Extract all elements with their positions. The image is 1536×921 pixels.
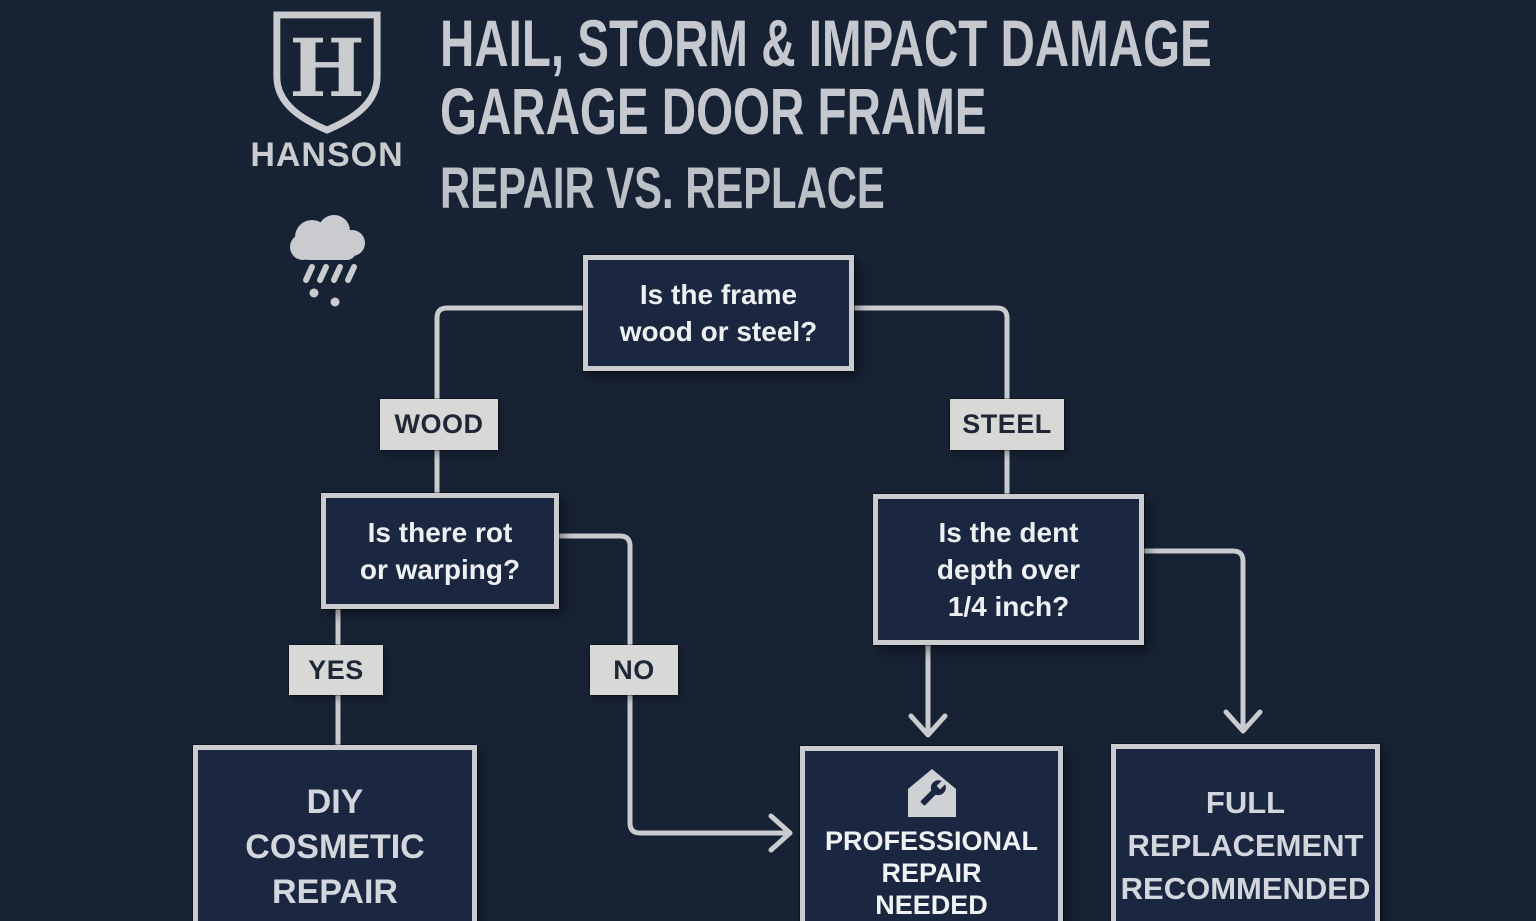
infographic-title-line-1: HAIL, STORM & IMPACT DAMAGE (440, 6, 1212, 80)
question-text-line: or warping? (359, 554, 521, 585)
branch-label-steel: STEEL (950, 399, 1064, 450)
question-text-line: Is the dent (938, 517, 1079, 548)
arrow-down-icon (1223, 709, 1263, 734)
outcome-text-line: FULL (1205, 785, 1286, 820)
outcome-box-diy-repair: DIY COSMETIC REPAIR (193, 745, 477, 921)
connector-root-to-wood (434, 305, 586, 404)
question-box-frame-material: Is the frame wood or steel? (583, 255, 854, 371)
branch-label-no: NO (590, 645, 678, 695)
brand-name: HANSON (250, 136, 404, 174)
branch-label-yes: YES (289, 645, 383, 695)
outcome-text-line: REPLACEMENT (1127, 828, 1364, 863)
brand-monogram: H (289, 21, 365, 115)
question-text-line: Is there rot (367, 517, 513, 548)
outcome-text-line: REPAIR (881, 858, 982, 888)
arrow-right-icon (768, 813, 793, 853)
connector-root-to-steel (850, 305, 1010, 404)
rain-cloud-icon (276, 203, 380, 307)
question-text-line: wood or steel? (619, 316, 818, 347)
house-wrench-icon (906, 767, 958, 819)
question-box-rot-warping: Is there rot or warping? (321, 493, 559, 609)
question-text-line: depth over (936, 554, 1081, 585)
outcome-text-line: NEEDED (875, 890, 988, 920)
question-box-dent-depth: Is the dent depth over 1/4 inch? (873, 494, 1144, 645)
outcome-text-line: REPAIR (272, 873, 398, 911)
outcome-text-line: COSMETIC (245, 828, 425, 866)
question-text-line: Is the frame (639, 279, 798, 310)
branch-label-wood: WOOD (380, 399, 498, 450)
infographic-title-line-3: REPAIR VS. REPLACE (440, 156, 885, 221)
outcome-text-line: DIY (306, 783, 364, 821)
outcome-text-line: RECOMMENDED (1120, 871, 1371, 906)
outcome-box-professional-repair: PROFESSIONAL REPAIR NEEDED (800, 746, 1063, 921)
outcome-box-full-replacement: FULL REPLACEMENT RECOMMENDED (1111, 744, 1380, 921)
connector-dent-to-replacement (1138, 548, 1246, 731)
arrow-down-icon (908, 713, 948, 738)
outcome-text-line: PROFESSIONAL (824, 826, 1039, 856)
shield-icon (268, 8, 386, 138)
question-text-line: 1/4 inch? (947, 591, 1070, 622)
infographic-title-line-2: GARAGE DOOR FRAME (440, 74, 987, 148)
